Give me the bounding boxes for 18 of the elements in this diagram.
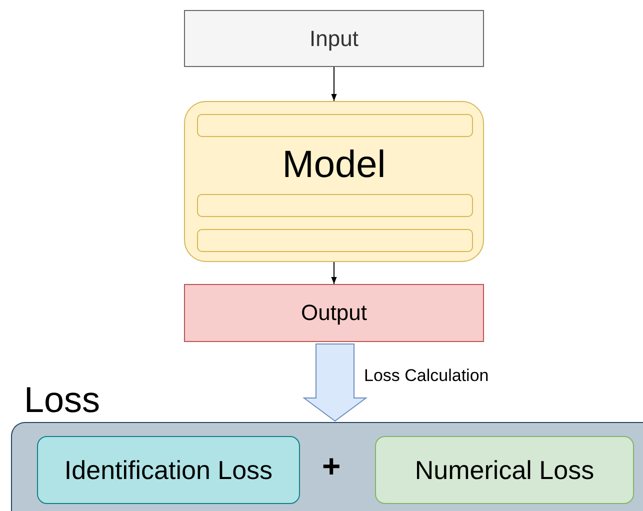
node-label: Identification Loss bbox=[64, 454, 273, 486]
arrow bbox=[331, 262, 337, 284]
node-label: Input bbox=[310, 26, 358, 52]
layer-bar bbox=[197, 114, 473, 137]
block-arrow bbox=[302, 344, 368, 422]
loss-box bbox=[37, 436, 300, 504]
node-label: Output bbox=[300, 300, 368, 326]
model-box bbox=[184, 101, 484, 262]
process-box bbox=[184, 10, 484, 67]
node-label: Numerical Loss bbox=[414, 454, 594, 486]
layer-bar bbox=[197, 194, 473, 217]
output-box bbox=[184, 284, 484, 342]
layer-bar bbox=[197, 229, 473, 252]
node-label: Model bbox=[282, 144, 386, 187]
group-heading: Loss bbox=[24, 380, 100, 420]
plus-sign: + bbox=[322, 450, 341, 482]
arrow bbox=[331, 66, 337, 102]
loss-box bbox=[375, 436, 634, 504]
